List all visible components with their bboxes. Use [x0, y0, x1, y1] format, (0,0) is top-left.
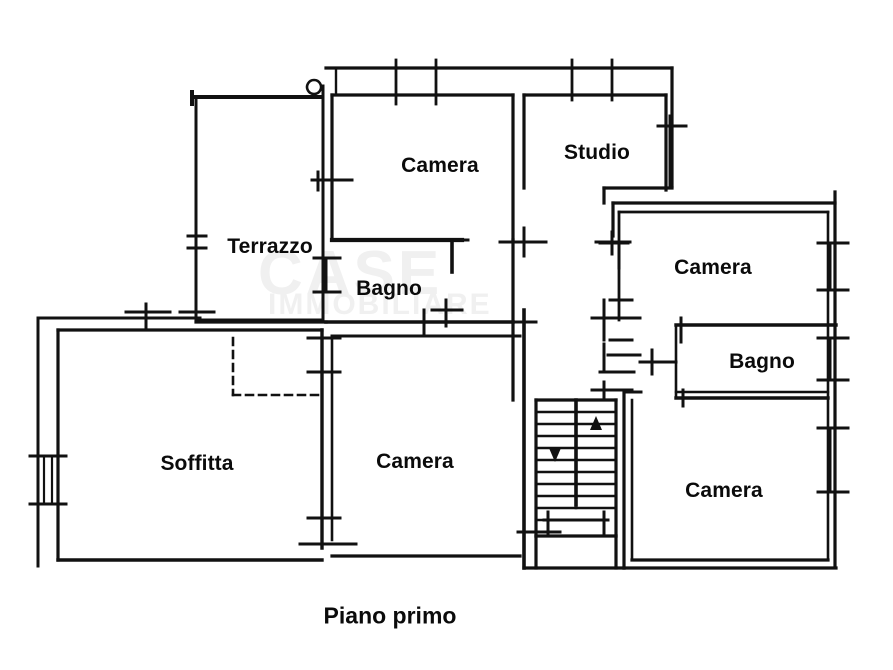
- room-label-camera-bottom: Camera: [685, 479, 763, 502]
- room-label-camera-center: Camera: [376, 450, 454, 473]
- room-label-camera-right: Camera: [674, 256, 752, 279]
- stair-up-arrow: [590, 416, 602, 430]
- room-label-terrazzo: Terrazzo: [227, 235, 313, 258]
- room-label-bagno-right: Bagno: [729, 350, 795, 373]
- stair-down-arrow: [549, 448, 561, 462]
- room-label-studio: Studio: [564, 141, 630, 164]
- room-label-camera-top: Camera: [401, 154, 479, 177]
- room-label-soffitta: Soffitta: [160, 452, 234, 475]
- plan-title: Piano primo: [323, 602, 457, 629]
- room-label-bagno-left: Bagno: [356, 277, 422, 300]
